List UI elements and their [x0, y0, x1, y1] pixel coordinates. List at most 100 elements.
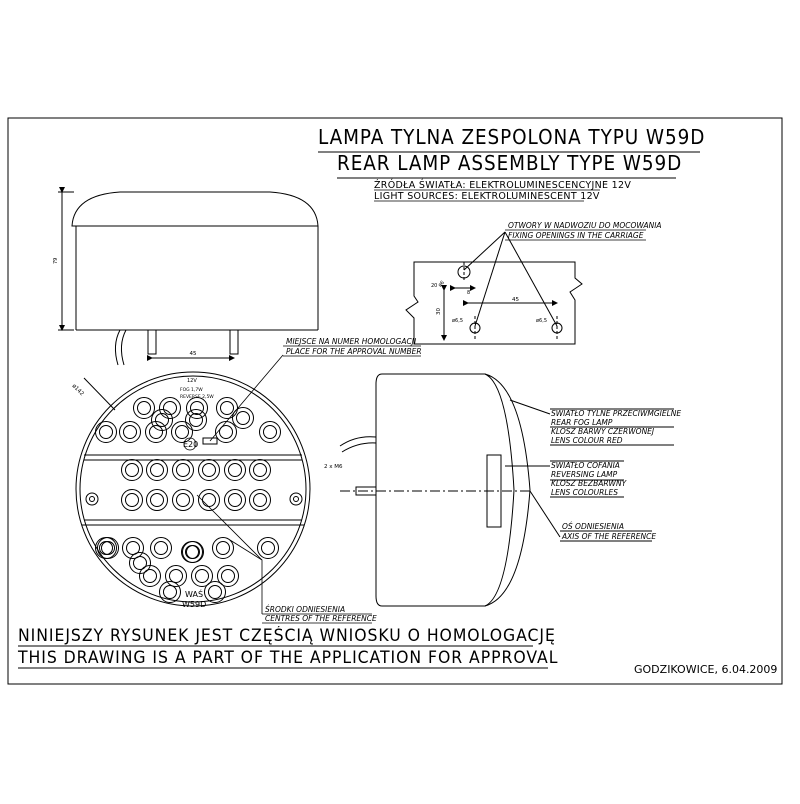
hole-left-label: ø6,5 [452, 318, 463, 324]
approval-place-en: PLACE FOR THE APPROVAL NUMBER [286, 347, 422, 356]
led-lens [220, 401, 234, 415]
lamp-outer-ring [75, 371, 311, 607]
led-lens [125, 463, 139, 477]
sheet-border [7, 117, 783, 685]
maker-mark: WAŚ [185, 588, 203, 599]
led-ring [212, 537, 234, 559]
axis-pl: OŚ ODNIESIENIA [562, 522, 624, 531]
rev-lens-pl: KLOSZ BEZBARWNY [551, 479, 628, 488]
side-stud-dim: 45 [190, 351, 197, 357]
reverse-rating: REVERSE 2,5W [180, 394, 214, 400]
led-lens [202, 463, 216, 477]
hole-right-label: ø6,5 [536, 318, 547, 324]
axis-en: AXIS OF THE REFERENCE [561, 532, 656, 541]
led-ring [224, 459, 246, 481]
led-ring [257, 537, 279, 559]
led-ring [172, 489, 194, 511]
led-lens [175, 425, 189, 439]
led-lens [133, 556, 147, 570]
front-view [75, 371, 311, 607]
led-lens [219, 425, 233, 439]
led-lens [126, 541, 140, 555]
led-lens [176, 493, 190, 507]
led-ring [249, 459, 271, 481]
rev-lens-en: LENS COLOURLES [551, 488, 618, 497]
led-ring [224, 489, 246, 511]
led-ring [185, 409, 207, 431]
led-array [95, 397, 281, 603]
led-lens [261, 541, 275, 555]
led-ring [121, 489, 143, 511]
led-ring [186, 397, 208, 419]
place-date: GODZIKOWICE, 6.04.2009 [634, 663, 778, 676]
led-ring [198, 459, 220, 481]
led-ring [151, 409, 173, 431]
led-ring [172, 459, 194, 481]
light-sources-pl: ŹRÓDŁA ŚWIATŁA: ELEKTROLUMINESCENCYJNE 1… [374, 180, 632, 191]
led-ring [145, 421, 167, 443]
led-lens [154, 541, 168, 555]
rev-en: REVERSING LAMP [551, 470, 618, 479]
led-lens [185, 545, 199, 559]
fog-en: REAR FOG LAMP [551, 418, 613, 427]
led-lens [195, 569, 209, 583]
led-ring [191, 565, 213, 587]
led-lens [163, 585, 177, 599]
led-lens [169, 569, 183, 583]
led-lens [228, 493, 242, 507]
led-lens [155, 413, 169, 427]
led-ring [97, 537, 119, 559]
led-ring [198, 489, 220, 511]
led-lens [137, 401, 151, 415]
hole-top-label: ø6 [437, 280, 446, 289]
fixing-dim-45: 45 [512, 297, 519, 303]
led-ring [204, 581, 226, 603]
side-view [58, 187, 319, 366]
led-ring [119, 421, 141, 443]
led-lens [125, 493, 139, 507]
led-lens [176, 463, 190, 477]
led-lens [253, 493, 267, 507]
fixing-label-pl: OTWORY W NADWOZIU DO MOCOWANIA [508, 221, 662, 230]
led-ring [165, 565, 187, 587]
studs-label: 2 x M6 [324, 464, 343, 470]
fixing-dim-8: 8 [467, 290, 470, 296]
profile-view [339, 373, 674, 607]
led-lens [236, 411, 250, 425]
led-lens [221, 569, 235, 583]
led-ring [249, 489, 271, 511]
centres-en: CENTRES OF THE REFERENCE [265, 614, 377, 623]
led-ring [159, 581, 181, 603]
led-ring [216, 397, 238, 419]
led-lens [208, 585, 222, 599]
led-lens [99, 425, 113, 439]
type-mark: W59D [182, 600, 206, 609]
rev-pl: ŚWIATŁO COFANIA [551, 461, 620, 470]
led-ring [133, 397, 155, 419]
diameter-label: ø142 [71, 383, 85, 397]
led-ring [139, 565, 161, 587]
fixing-dim-20: 20 [431, 283, 437, 289]
led-lens [263, 425, 277, 439]
led-ring [121, 459, 143, 481]
led-lens [216, 541, 230, 555]
led-ring [146, 459, 168, 481]
fog-pl: ŚWIATŁO TYLNE PRZECIWMGIELNE [551, 409, 681, 418]
led-lens [228, 463, 242, 477]
footer-en: THIS DRAWING IS A PART OF THE APPLICATIO… [18, 648, 559, 667]
led-lens [150, 493, 164, 507]
fog-lens-pl: KLOSZ BARWY CZERWONEJ [551, 427, 654, 436]
led-lens [186, 545, 200, 559]
led-lens [190, 401, 204, 415]
approval-place-pl: MIEJSCE NA NUMER HOMOLOGACJI [286, 337, 417, 346]
fixing-detail [405, 231, 583, 345]
fog-rating: FOG 1,7W [180, 387, 203, 393]
led-ring [95, 421, 117, 443]
led-ring [232, 407, 254, 429]
title-en: REAR LAMP ASSEMBLY TYPE W59D [337, 151, 683, 175]
led-lens [143, 569, 157, 583]
led-ring [122, 537, 144, 559]
led-ring [150, 537, 172, 559]
